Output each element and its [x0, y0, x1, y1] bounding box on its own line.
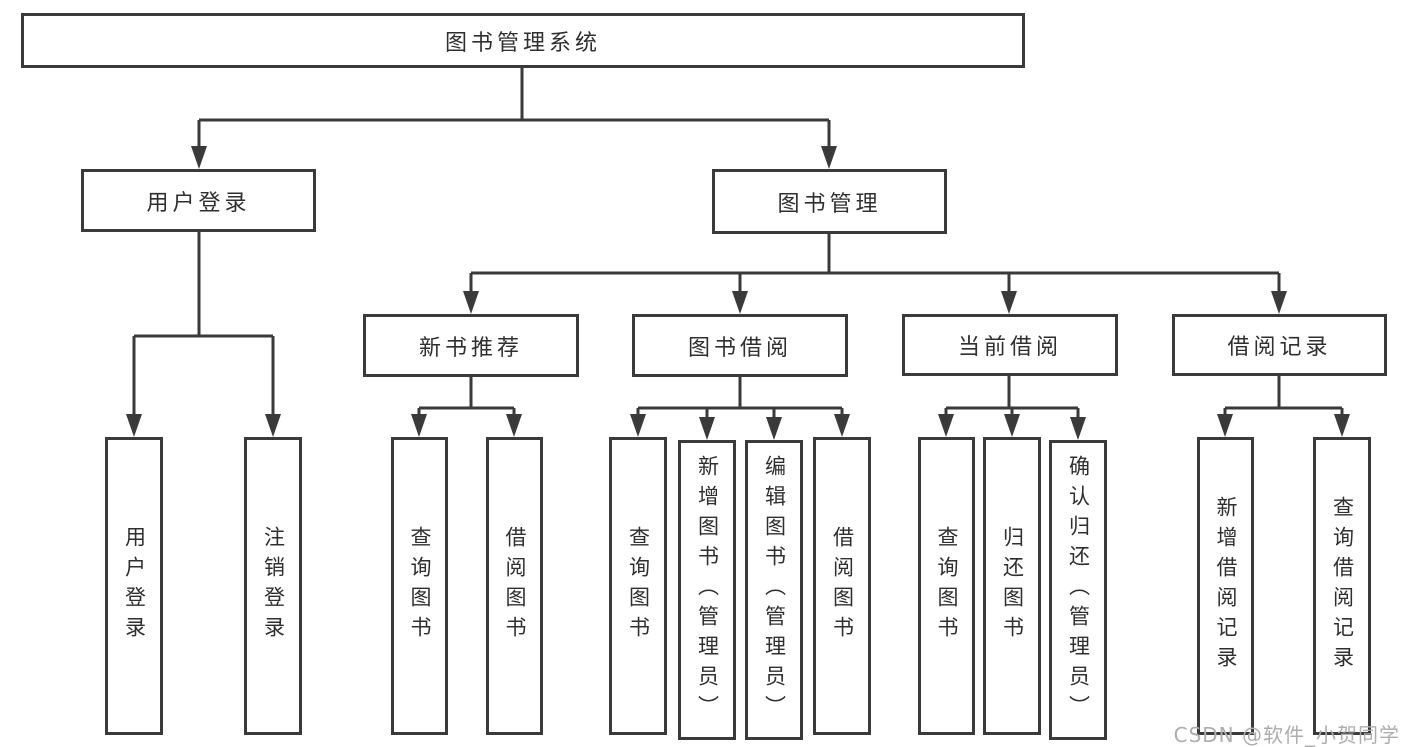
leaf-return-books: 归还图书: [983, 437, 1041, 735]
leaf-add-books-admin: 新增图书（管理员）: [678, 440, 736, 740]
node-library-management-system: 图书管理系统: [21, 13, 1025, 68]
leaf-query-borrow-record: 查询借阅记录: [1313, 437, 1371, 735]
node-book-management: 图书管理: [712, 169, 947, 234]
node-borrowing-records: 借阅记录: [1172, 314, 1387, 376]
node-book-borrowing: 图书借阅: [632, 314, 848, 377]
leaf-edit-books-admin: 编辑图书（管理员）: [745, 440, 803, 740]
leaf-user-login: 用户登录: [105, 437, 163, 735]
node-new-book-recommend: 新书推荐: [363, 314, 579, 377]
leaf-query-books-recommend: 查询图书: [391, 437, 448, 735]
leaf-query-books-borrowing: 查询图书: [609, 437, 667, 735]
leaf-borrow-books-borrowing: 借阅图书: [813, 437, 871, 735]
leaf-confirm-return-admin: 确认归还（管理员）: [1049, 440, 1107, 740]
node-current-borrowing: 当前借阅: [902, 314, 1118, 376]
leaf-add-borrow-record: 新增借阅记录: [1197, 437, 1254, 735]
leaf-borrow-books-recommend: 借阅图书: [486, 437, 543, 735]
csdn-watermark: CSDN @软件_小贺同学: [1173, 723, 1400, 747]
leaf-logout-login: 注销登录: [244, 437, 302, 735]
leaf-query-books-current: 查询图书: [918, 437, 975, 735]
node-user-login: 用户登录: [81, 169, 316, 232]
